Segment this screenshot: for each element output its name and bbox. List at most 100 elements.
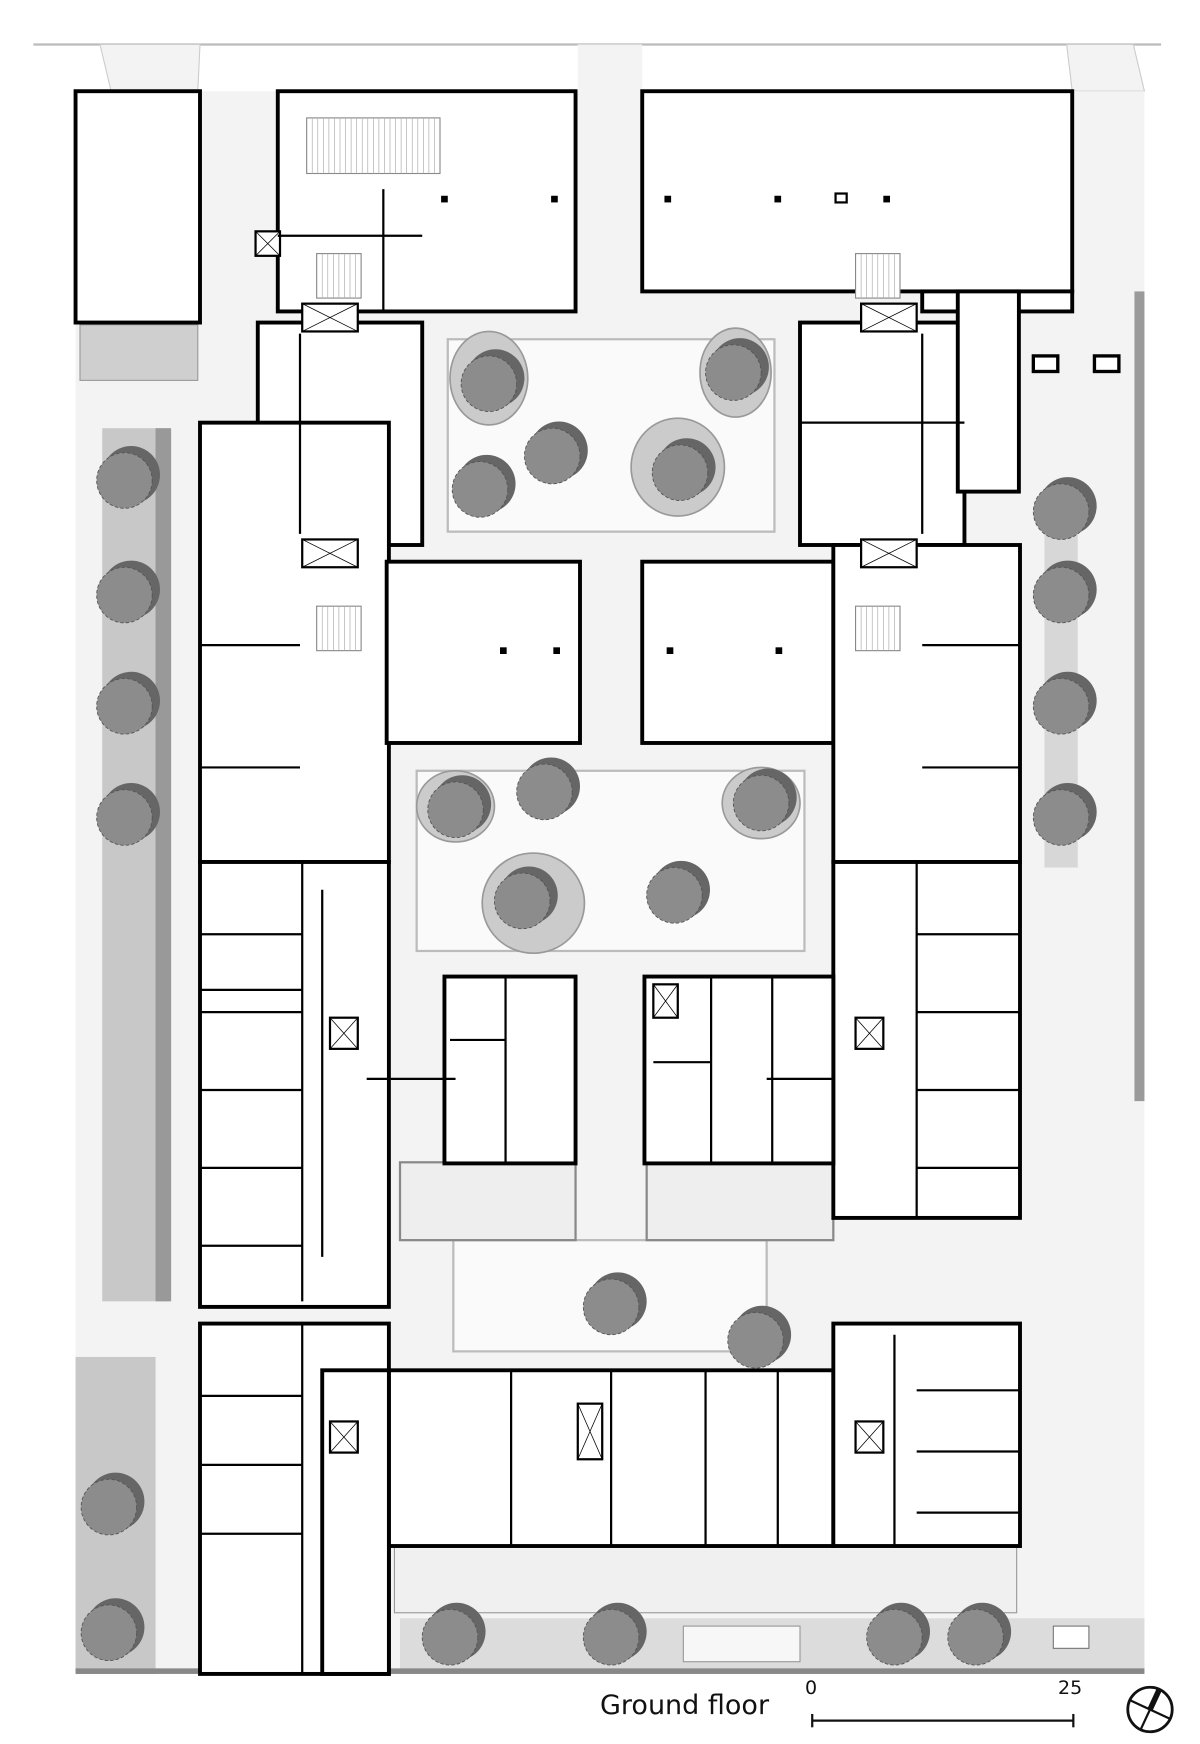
elevator-cross	[577, 1403, 603, 1460]
building-block	[198, 860, 391, 1309]
tree-icon	[727, 1305, 792, 1369]
column	[441, 195, 448, 203]
tree-icon	[421, 1602, 486, 1666]
planter	[79, 324, 199, 381]
tree-canopy	[427, 781, 484, 838]
elevator-cross	[329, 1017, 359, 1050]
tree-icon	[516, 757, 580, 821]
tree-icon	[705, 338, 769, 401]
scale-start-label: 0	[805, 1677, 818, 1699]
tree-canopy	[96, 789, 153, 846]
tree-icon	[96, 671, 160, 735]
tree-canopy	[1032, 483, 1090, 540]
tree-canopy	[96, 452, 153, 509]
elevator-cross	[855, 1017, 884, 1050]
tree-icon	[646, 860, 710, 924]
tree-icon	[80, 1598, 145, 1662]
elevator-cross	[302, 539, 358, 568]
tree-canopy	[947, 1608, 1004, 1666]
elevator-cross	[329, 1421, 359, 1453]
site-edge	[75, 1668, 1145, 1674]
scale-bar	[811, 1713, 1075, 1728]
tree-icon	[1032, 477, 1097, 540]
tree-canopy	[727, 1312, 784, 1369]
column	[774, 195, 782, 203]
elevator-cross	[302, 303, 358, 332]
column	[775, 647, 783, 654]
tree-canopy	[732, 774, 790, 832]
tree-canopy	[516, 763, 573, 821]
street-entry	[1066, 43, 1146, 92]
tree-canopy	[866, 1608, 923, 1666]
tree-canopy	[582, 1278, 640, 1336]
building-block	[384, 559, 582, 745]
building-block	[640, 559, 836, 745]
column	[664, 195, 672, 203]
elevator-cross	[255, 231, 281, 257]
tree-icon	[451, 454, 516, 518]
tree-icon	[427, 775, 492, 838]
tree-icon	[96, 560, 160, 624]
column	[551, 195, 558, 203]
planting-edge-east	[1134, 291, 1145, 1102]
tree-icon	[96, 783, 160, 846]
tree-canopy	[705, 344, 762, 401]
tree-canopy	[524, 427, 581, 485]
tree-icon	[96, 446, 160, 509]
building-block	[831, 543, 1022, 864]
tree-icon	[1032, 560, 1097, 624]
tree-canopy	[651, 444, 709, 501]
planting-edge	[155, 428, 172, 1302]
tree-icon	[582, 1272, 647, 1336]
tree-canopy	[80, 1478, 138, 1536]
building-block	[831, 1321, 1022, 1548]
front-gardens	[393, 1545, 1018, 1614]
elevator-cross	[860, 539, 917, 568]
elevator-cross	[855, 1421, 884, 1453]
elevator-cross	[860, 303, 917, 332]
tree-canopy	[494, 872, 551, 930]
column	[834, 192, 848, 204]
tree-canopy	[80, 1604, 138, 1662]
column	[883, 195, 890, 203]
trees	[80, 338, 1097, 1666]
tree-canopy	[460, 355, 518, 412]
tree-canopy	[96, 678, 153, 735]
terrace	[645, 1161, 835, 1242]
tree-icon	[947, 1602, 1012, 1666]
building-block	[320, 1368, 391, 1676]
bench	[682, 1625, 801, 1663]
column	[500, 647, 507, 654]
tree-canopy	[96, 566, 153, 624]
elevator-cross	[653, 984, 679, 1018]
building-block	[73, 89, 202, 325]
tree-icon	[582, 1602, 647, 1666]
tree-canopy	[451, 461, 509, 518]
tree-icon	[1032, 783, 1097, 846]
tree-canopy	[1032, 678, 1090, 735]
grate	[1052, 1625, 1090, 1649]
tree-icon	[651, 438, 716, 501]
scale-end-label: 25	[1058, 1677, 1083, 1699]
column	[666, 647, 674, 654]
plan-title: Ground floor	[600, 1690, 770, 1721]
tree-icon	[732, 768, 797, 832]
column	[1092, 354, 1121, 374]
building-block	[955, 289, 1021, 494]
terrace	[398, 1161, 577, 1242]
building-block	[798, 320, 967, 547]
tree-canopy	[646, 867, 703, 924]
tree-icon	[460, 349, 525, 412]
column	[553, 647, 560, 654]
tree-canopy	[582, 1608, 640, 1666]
tree-canopy	[1032, 566, 1090, 624]
tree-icon	[80, 1472, 145, 1536]
tree-icon	[866, 1602, 930, 1666]
buildings	[73, 89, 1075, 1676]
tree-canopy	[421, 1608, 479, 1666]
building-block	[442, 974, 578, 1166]
north-arrow-icon	[1126, 1685, 1174, 1734]
tree-icon	[494, 866, 558, 930]
tree-canopy	[1032, 789, 1090, 846]
